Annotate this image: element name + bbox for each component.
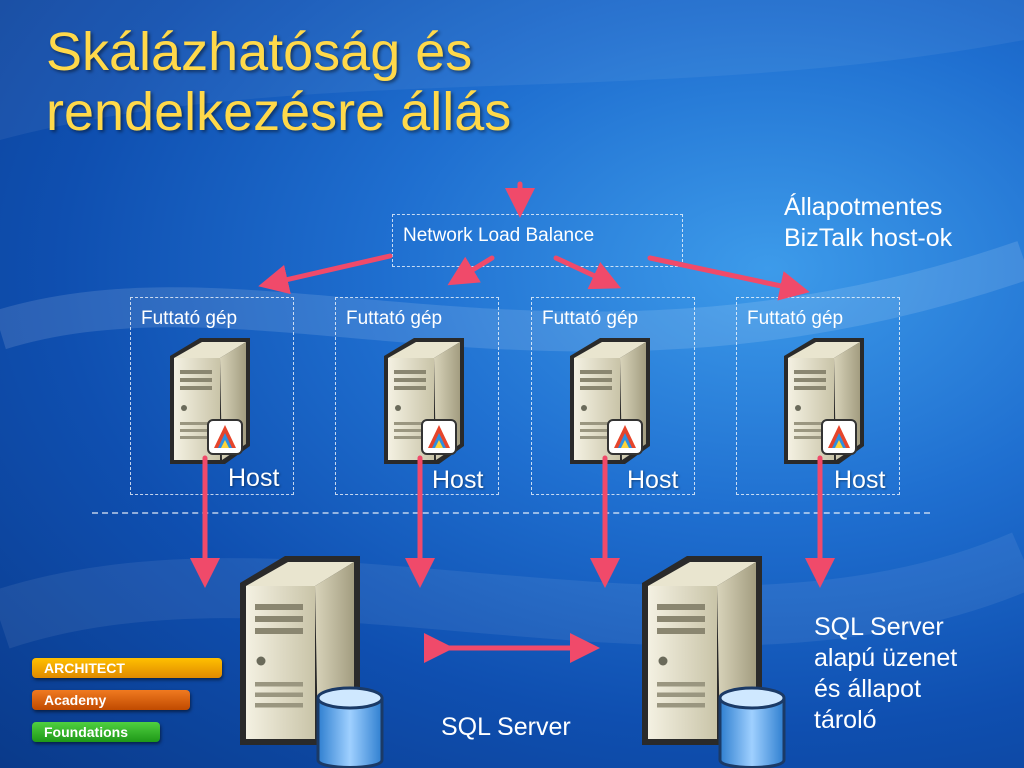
- title-line-2: rendelkezésre állás: [46, 82, 512, 142]
- sql-store-note: SQL Server alapú üzenet és állapot tárol…: [814, 612, 957, 736]
- network-load-balance-label: Network Load Balance: [403, 225, 595, 246]
- tier-separator: [92, 512, 930, 514]
- network-load-balance-box: Network Load Balance: [392, 214, 683, 267]
- host-label-4: Host: [834, 466, 886, 494]
- host-machine-label: Futtató gép: [346, 308, 443, 329]
- host-label-1: Host: [228, 464, 280, 492]
- sql-store-note-line-4: tároló: [814, 706, 877, 734]
- nlb-to-host-1-arrow: [258, 253, 393, 295]
- database-icon-2: [718, 686, 786, 768]
- stateless-note-line-2: BizTalk host-ok: [784, 224, 953, 252]
- sql-store-note-line-2: alapú üzenet: [814, 644, 958, 672]
- slide-title: Skálázhatóság és rendelkezésre állás: [46, 22, 511, 142]
- host-label-3: Host: [627, 466, 679, 494]
- sql-store-note-line-3: és állapot: [814, 675, 922, 703]
- host-server-icon-2: [384, 338, 464, 464]
- host-machine-label: Futtató gép: [141, 308, 238, 329]
- academy-badge: Academy: [32, 690, 190, 710]
- host-server-icon-3: [570, 338, 650, 464]
- title-line-1: Skálázhatóság és: [46, 22, 473, 82]
- sql-store-note-line-1: SQL Server: [814, 613, 944, 641]
- nlb-to-host-2-arrow: [447, 255, 495, 286]
- stateless-note-line-1: Állapotmentes: [784, 193, 943, 221]
- stateless-hosts-note: Állapotmentes BizTalk host-ok: [784, 192, 952, 254]
- nlb-to-host-4-arrow: [647, 255, 810, 301]
- architect-badge: ARCHITECT: [32, 658, 222, 678]
- host-machine-box-1: Futtató gép: [130, 297, 294, 495]
- foundations-badge: Foundations: [32, 722, 160, 742]
- sql-server-label: SQL Server: [441, 713, 571, 741]
- host-machine-label: Futtató gép: [542, 308, 639, 329]
- host-machine-box-3: Futtató gép: [531, 297, 695, 495]
- host-machine-box-2: Futtató gép: [335, 297, 499, 495]
- nlb-to-host-3-arrow: [553, 255, 622, 290]
- flow-arrows: [190, 181, 835, 663]
- database-icon-1: [316, 686, 384, 768]
- host-label-2: Host: [432, 466, 484, 494]
- host-machine-label: Futtató gép: [747, 308, 844, 329]
- host-server-icon-4: [784, 338, 864, 464]
- host-server-icon-1: [170, 338, 250, 464]
